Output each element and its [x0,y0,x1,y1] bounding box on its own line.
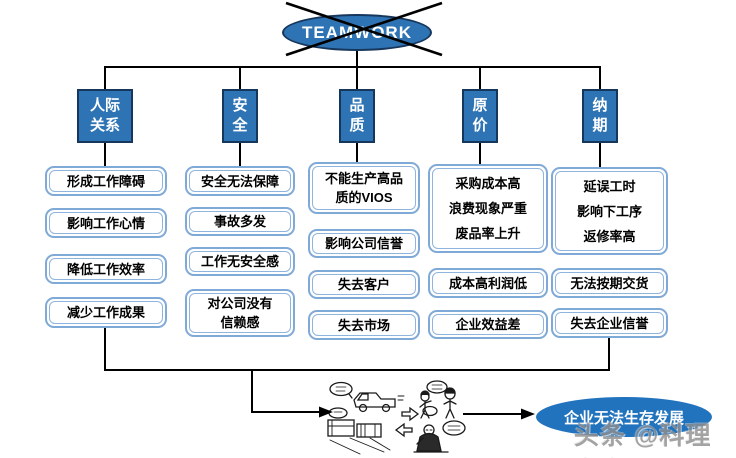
effect-box: 工作无安全感 [185,247,295,276]
effect-box: 影响工作心情 [45,208,167,238]
watermark: 头条 @科理咨询 [574,422,712,450]
teamwork-ellipse: TEAMWORK [282,14,432,51]
category-box-cost: 原 价 [462,89,498,143]
result-ellipse: 企业无法生存发展 [536,397,712,437]
category-box-delivery: 纳 期 [582,89,618,143]
effect-box: 不能生产高品 质的VIOS [308,162,420,214]
teamwork-label: TEAMWORK [302,22,412,42]
category-box-interpersonal: 人际 关系 [77,89,133,143]
effect-box: 企业效益差 [428,310,548,339]
category-label: 安 全 [232,97,248,134]
effect-box: 降低工作效率 [45,254,167,284]
effect-box: 成本高利润低 [428,268,548,298]
effect-box: 失去客户 [308,270,420,299]
effect-box: 失去企业信誉 [551,308,668,338]
effect-box: 采购成本高 浪费现象严重 废品率上升 [428,164,548,253]
effect-box: 无法按期交货 [551,268,668,298]
category-label: 品 质 [349,97,365,134]
effect-box: 事故多发 [185,207,295,236]
effect-box: 安全无法保障 [185,166,295,196]
category-label: 纳 期 [592,97,608,134]
factory-chaos-cartoon-icon [327,380,466,455]
category-label: 原 价 [472,97,488,134]
result-label: 企业无法生存发展 [563,409,684,427]
effect-box: 对公司没有 信赖感 [185,289,295,337]
effect-box: 延误工时 影响下工序 返修率高 [551,167,668,255]
category-box-quality: 品 质 [339,89,375,143]
effect-box: 影响公司信誉 [308,229,420,258]
category-label: 人际 关系 [89,97,120,134]
arrow-head-icon [521,408,535,420]
effect-box: 形成工作障碍 [45,166,167,196]
effect-box: 减少工作成果 [45,297,167,328]
category-box-safety: 安 全 [222,89,258,143]
effect-box: 失去市场 [308,310,420,340]
